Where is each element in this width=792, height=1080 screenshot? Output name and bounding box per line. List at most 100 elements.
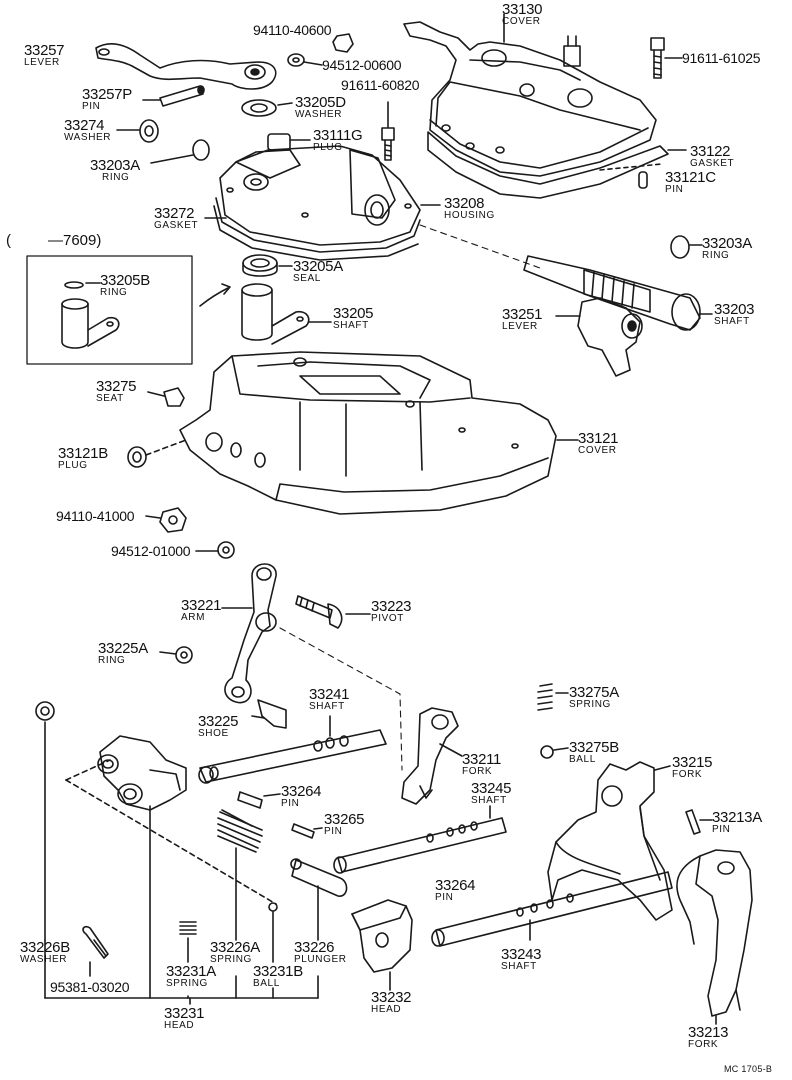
spring-33275a	[537, 683, 569, 711]
pin-33265	[291, 823, 323, 839]
pin-33121c	[599, 149, 687, 189]
head-33232	[351, 899, 413, 991]
washer-33226b	[35, 701, 55, 941]
shaft-33203	[523, 255, 713, 331]
head-33231	[65, 735, 277, 999]
ball-33275b	[540, 745, 569, 759]
nut-94110-40600	[332, 33, 354, 53]
shaft-33205	[241, 283, 332, 345]
washer-94512-00600	[287, 53, 323, 67]
ring-33203a-top	[150, 139, 210, 164]
cover-33130	[403, 13, 669, 199]
shoe-33225	[251, 699, 287, 729]
washer-94512-01000	[195, 541, 235, 559]
cover-33121	[179, 351, 579, 515]
date-note-open-paren: (	[6, 232, 11, 249]
label-95381-03020: 95381-03020	[50, 979, 130, 995]
label-94110-40600: 94110-40600	[253, 22, 332, 38]
shaft-33245	[333, 805, 507, 874]
seal-33205a	[242, 254, 293, 277]
label-94512-01000: 94512-01000	[111, 543, 191, 559]
seat-33275	[147, 387, 185, 407]
pin-33213a	[685, 809, 713, 835]
fork-33213	[676, 849, 753, 1025]
label-91611-61025: 91611-61025	[682, 50, 761, 66]
date-note: —7609)	[48, 232, 102, 249]
nut-94110-41000	[145, 507, 187, 533]
bolt-91611-61025	[650, 37, 683, 79]
ring-33225a	[159, 646, 193, 664]
bottom-callout-bracket	[44, 939, 319, 1005]
housing-33208	[204, 145, 441, 261]
fork-33215	[547, 761, 673, 921]
arm-33221	[221, 563, 277, 704]
arrow-icon	[199, 283, 231, 307]
washer-33274	[116, 119, 159, 143]
washer-33205d	[241, 99, 293, 117]
label-94110-41000: 94110-41000	[56, 508, 135, 524]
spring-33226a	[217, 809, 263, 941]
ball-33231b	[268, 902, 278, 963]
plunger-33226	[290, 858, 348, 941]
label-94512-00600: 94512-00600	[322, 57, 402, 73]
fork-33211	[401, 707, 463, 805]
pin-33257p	[142, 85, 205, 107]
inset-box-33205b	[26, 255, 193, 365]
diagram-code: MC 1705-B	[724, 1064, 773, 1074]
ring-33203a-right	[670, 235, 703, 259]
spring-33231a	[179, 921, 197, 963]
lever-33251	[555, 297, 643, 377]
shaft-33241	[198, 715, 387, 784]
pin-33264-a	[237, 791, 281, 809]
shaft-33243	[431, 871, 673, 947]
bolt-91611-60820	[381, 101, 395, 161]
lever-33257	[95, 43, 277, 90]
pivot-33223	[295, 595, 371, 629]
label-91611-60820: 91611-60820	[341, 77, 420, 93]
